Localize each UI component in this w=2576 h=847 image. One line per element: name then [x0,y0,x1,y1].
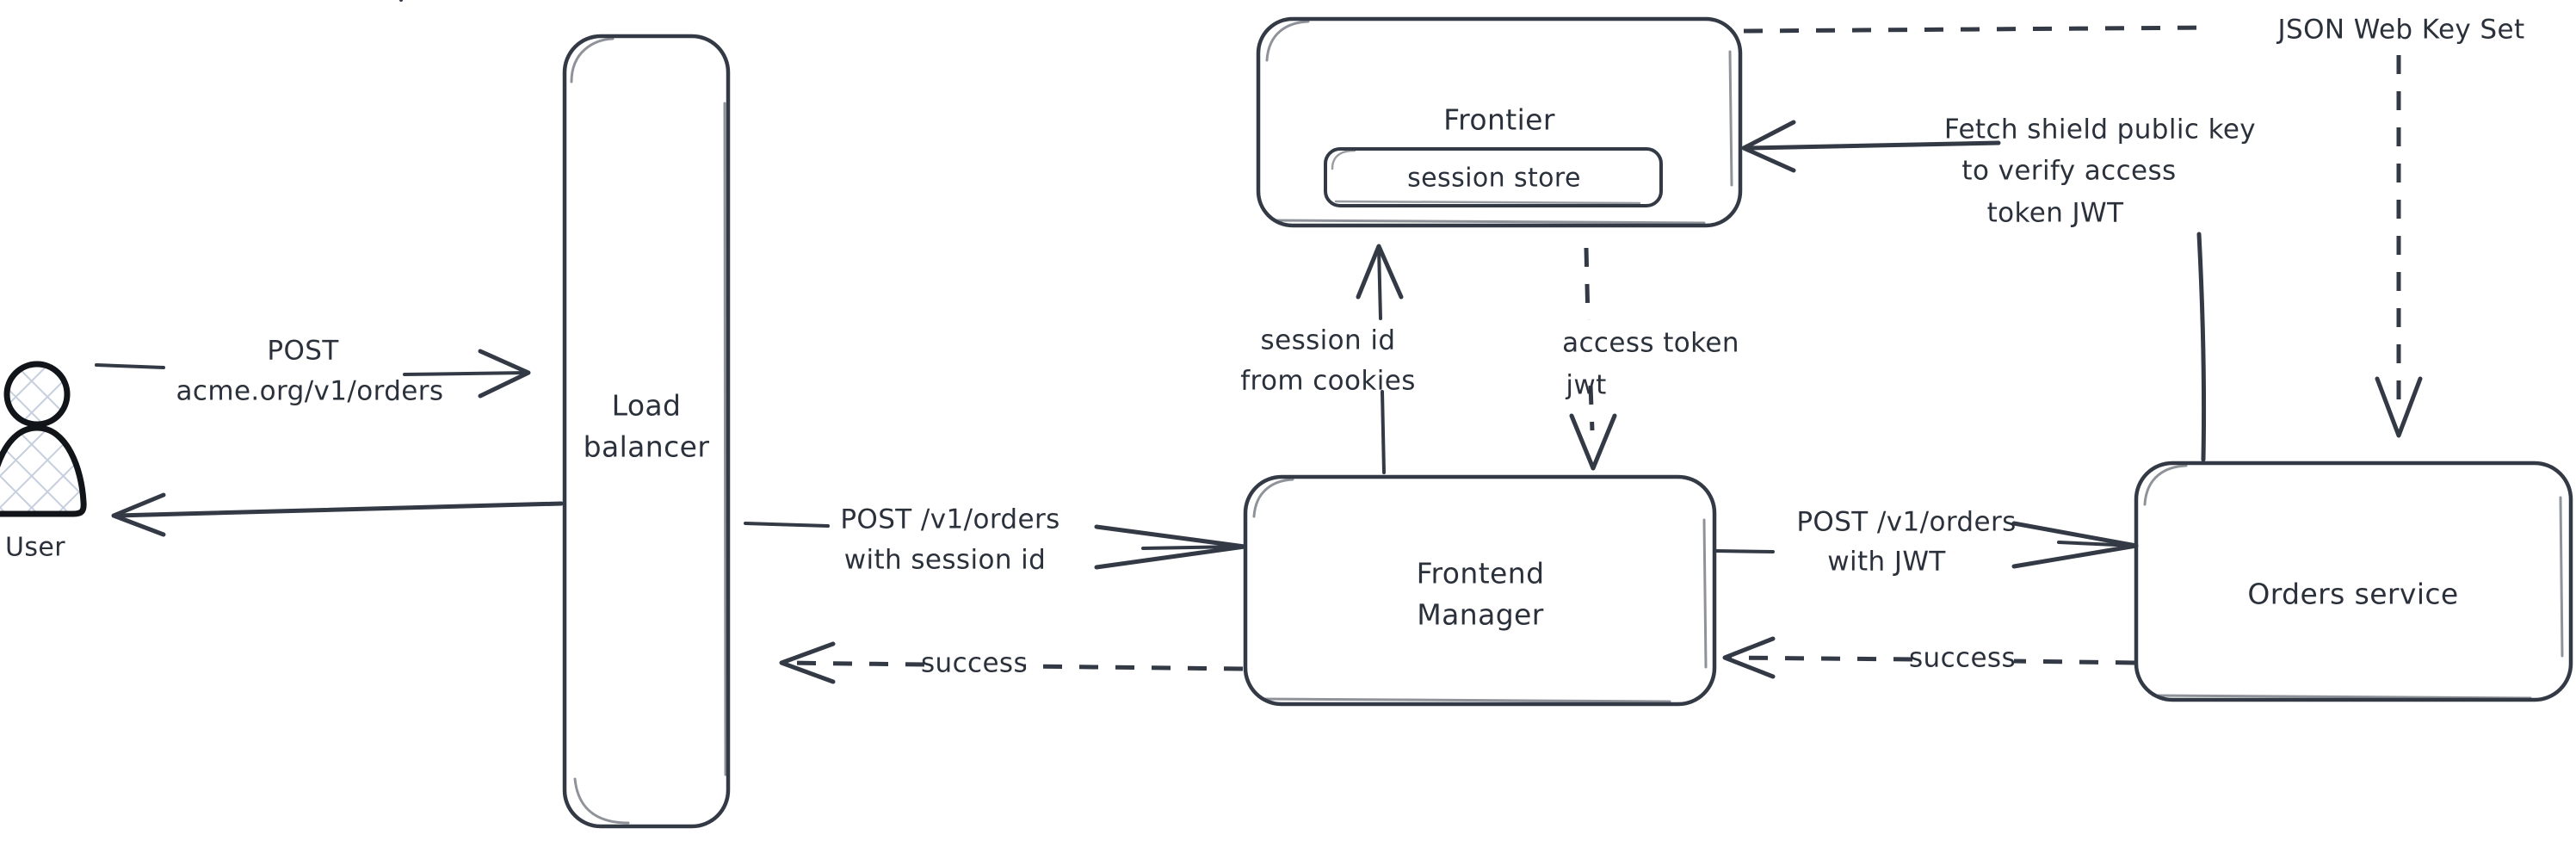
actor-user-label: User [5,533,65,563]
node-frontend-manager-label-2: Manager [1417,598,1543,632]
edge-lb-to-fm-label-2: with session id [844,545,1047,576]
edge-fm-to-orders: POST /v1/orders with JWT [1714,507,2139,578]
edge-user-to-lb-label-1: POST [267,336,339,367]
edge-frontier-to-fm-label-1: access token [1562,328,1739,359]
edge-orders-to-frontier-label-1: Fetch shield public key [1944,114,2256,145]
edge-lb-to-fm: POST /v1/orders with session id [399,0,1247,576]
edge-fm-to-frontier-label-1: session id [1261,325,1396,356]
edge-orders-to-frontier-fetch: Fetch shield public key to verify access… [1741,114,2256,462]
edge-user-to-lb-label-2: acme.org/v1/orders [176,376,444,407]
edge-lb-to-user [111,492,564,537]
edge-fm-to-orders-label-2: with JWT [1827,547,1946,578]
node-frontier[interactable]: Frontier session store [1256,16,1743,228]
node-frontend-manager[interactable]: Frontend Manager [1243,474,1717,707]
node-orders-service-label: Orders service [2247,578,2458,611]
node-load-balancer-label-1: Load [612,389,682,423]
node-load-balancer[interactable]: Load balancer [562,34,731,829]
edge-frontier-to-fm: access token jwt [1562,247,1739,471]
node-load-balancer-label-2: balancer [584,430,710,464]
edge-fm-to-frontier: session id from cookies [1240,244,1416,474]
node-frontier-label: Frontier [1443,103,1555,137]
edge-lb-to-fm-label-1: POST /v1/orders [840,504,1059,535]
edge-user-to-lb: POST acme.org/v1/orders [95,336,531,407]
edge-frontier-to-fm-label-2: jwt [1565,370,1606,401]
edge-fm-to-lb-success-label: success [921,648,1028,679]
edge-orders-to-frontier-label-3: token JWT [1987,198,2125,229]
edge-fm-to-frontier-label-2: from cookies [1240,366,1416,397]
edge-frontier-to-orders-jwks: JSON Web Key Set [1743,15,2524,438]
edge-fm-to-orders-label-1: POST /v1/orders [1796,507,2016,538]
actor-user[interactable]: User [0,361,87,563]
node-session-store[interactable]: session store [1324,147,1663,207]
edge-orders-to-fm-success: success [1722,636,2135,679]
person-icon [0,361,87,517]
edge-frontier-to-orders-jwks-label: JSON Web Key Set [2276,15,2524,46]
edge-orders-to-frontier-label-2: to verify access [1961,156,2176,187]
edge-orders-to-fm-success-label: success [1909,643,2016,674]
node-session-store-label: session store [1407,164,1581,194]
node-orders-service[interactable]: Orders service [2134,461,2573,702]
node-frontend-manager-label-1: Frontend [1417,557,1545,590]
edge-fm-to-lb-success: success [779,641,1244,684]
